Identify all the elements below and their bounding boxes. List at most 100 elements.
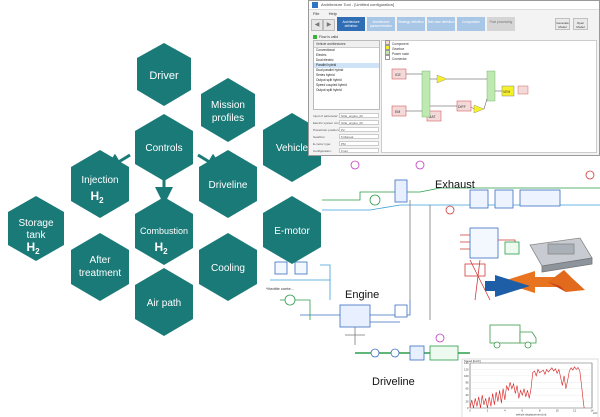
injection-hexagon: Injection H2 xyxy=(71,150,129,218)
list-item[interactable]: Speed coupled hybrid xyxy=(316,83,347,87)
cooling-hexagon: Cooling xyxy=(199,233,257,301)
prop-row: E-motor type:PM xyxy=(313,141,380,148)
controller-output-block xyxy=(504,241,520,255)
step-post-processing[interactable]: Post processing xyxy=(487,17,515,31)
mission-label-line2: profiles xyxy=(212,113,244,124)
step-computation[interactable]: Computation xyxy=(457,17,485,31)
sensor-icon-1 xyxy=(415,160,425,170)
window-title: Architecture Tool - [Untitled configurat… xyxy=(321,2,395,7)
list-item-selected[interactable]: Parallel hybrid xyxy=(314,63,379,68)
list-item[interactable]: Dual parallel hybrid xyxy=(316,68,344,72)
cooling-label: Cooling xyxy=(211,263,245,274)
generate-model-button[interactable]: Generate Model xyxy=(555,18,570,30)
list-item[interactable]: Electric xyxy=(316,53,327,57)
validity-status: Flow is valid xyxy=(313,35,338,40)
storage-label-line2: tank xyxy=(27,230,47,241)
after-label-line2: treatment xyxy=(79,268,121,279)
prop-row: Input of parameter:SCE_engine_00 xyxy=(313,113,380,120)
x-tick-label: 4 xyxy=(504,409,506,413)
architecture-list-header: Vehicle architectures xyxy=(314,41,379,48)
sensor-icon-2 xyxy=(350,160,360,170)
power-node-bar-2[interactable] xyxy=(486,70,496,102)
architecture-tool-window: Architecture Tool - [Untitled configurat… xyxy=(308,0,600,156)
injection-label: Injection xyxy=(81,175,118,186)
intake-line xyxy=(280,299,311,320)
step-architecture-definition[interactable]: Architecture definition xyxy=(337,17,365,31)
architecture-list[interactable]: Vehicle architectures Conventional Elect… xyxy=(313,40,380,110)
signal-wires xyxy=(469,259,491,301)
e-motor-hexagon: E-motor xyxy=(263,196,321,264)
gearbox-block xyxy=(409,345,425,361)
driver-hexagon: Driver xyxy=(137,43,191,106)
architecture-canvas[interactable]: ICE EM DIFF BAT VEH xyxy=(381,40,597,153)
throttle-label: *throttle conte... xyxy=(266,286,294,291)
schematic-vertical-lines xyxy=(409,200,431,320)
aux-block-1 xyxy=(274,261,288,275)
simulation-schematic xyxy=(270,160,600,361)
step-architecture-parametrization[interactable]: Architecture parametrization xyxy=(367,17,395,31)
after-label-line1: After xyxy=(89,255,111,266)
y-tick-label: 140 xyxy=(464,361,469,365)
power-node-bar[interactable] xyxy=(421,70,431,118)
em-block-label: EM xyxy=(395,110,400,114)
component-legend: Component Gearbox Power node Connector xyxy=(385,40,409,61)
list-item[interactable]: Output split hybrid xyxy=(316,88,342,92)
x-tick-label: 10 xyxy=(556,409,559,413)
exhaust-pipe-line xyxy=(322,187,600,201)
step-test-case-definition[interactable]: Test case definition xyxy=(427,17,455,31)
menu-bar: File Help xyxy=(309,10,599,17)
controller-wires xyxy=(460,234,516,250)
back-arrow-icon[interactable]: ◀ xyxy=(311,19,323,31)
prop-field[interactable]: SCE_engine_00 xyxy=(339,120,379,125)
driveline-diagram-label: Driveline xyxy=(372,376,415,388)
architecture-canvas-svg: ICE EM DIFF BAT VEH xyxy=(391,68,529,122)
x-tick-label: 2 xyxy=(487,409,489,413)
ecu-device-icon xyxy=(529,237,593,273)
list-item[interactable]: Output split hybrid xyxy=(316,78,342,82)
list-item[interactable]: Conventional xyxy=(316,48,335,52)
x-tick-label: 8 xyxy=(539,409,541,413)
combustion-label: Combustion xyxy=(140,226,188,236)
y-tick-label: 20 xyxy=(466,400,469,404)
prop-field[interactable]: Front xyxy=(339,148,379,153)
clutch-icon xyxy=(370,348,380,358)
combustion-h2-label: H2 xyxy=(154,240,168,256)
matlab-logo-icon xyxy=(548,270,585,292)
y-tick-label: 60 xyxy=(466,387,469,391)
list-item[interactable]: Dual electric xyxy=(316,58,334,62)
prop-field[interactable]: PM xyxy=(339,141,379,146)
final-drive-block xyxy=(429,345,459,361)
vehicle-hexagon: Vehicle xyxy=(263,113,321,182)
y-tick-label: 0 xyxy=(467,406,469,410)
open-model-button[interactable]: Open Model xyxy=(573,18,588,30)
injection-h2-label: H2 xyxy=(90,189,104,205)
exchange-arrows-icon xyxy=(485,271,565,297)
mission-profiles-hexagon: Mission profiles xyxy=(201,78,255,142)
e-motor-label: E-motor xyxy=(274,226,310,237)
cooling-lines xyxy=(270,264,331,300)
wheel-block[interactable] xyxy=(517,85,529,95)
prop-field[interactable]: SCE_engine_00 xyxy=(339,113,379,118)
legend-component: Component xyxy=(385,40,409,46)
gearbox-triangle[interactable] xyxy=(436,74,448,84)
after-treatment-hexagon: After treatment xyxy=(71,233,129,301)
legend-connector: Connector xyxy=(385,55,409,61)
menu-file[interactable]: File xyxy=(313,11,320,16)
gearbox-triangle-2[interactable] xyxy=(473,104,485,114)
exhaust-muffler-block xyxy=(519,189,561,207)
prop-field[interactable]: 6 Manual xyxy=(339,134,379,139)
list-item[interactable]: Series hybrid xyxy=(316,73,335,77)
menu-help[interactable]: Help xyxy=(328,11,337,16)
aux-block-2 xyxy=(294,261,308,275)
prop-row: Gearbox:6 Manual xyxy=(313,134,380,141)
prop-field[interactable]: P2 xyxy=(339,127,379,132)
step-strategy-definition[interactable]: Strategy definition xyxy=(397,17,425,31)
controls-label: Controls xyxy=(145,143,182,154)
x-tick-label: 14 xyxy=(591,409,594,413)
y-axis-label: Speed [km/h] xyxy=(464,359,481,363)
forward-arrow-icon[interactable]: ▶ xyxy=(323,19,335,31)
canvas-connections xyxy=(406,73,502,112)
legend-power-node: Power node xyxy=(385,50,409,56)
throttle-icon xyxy=(284,294,296,306)
